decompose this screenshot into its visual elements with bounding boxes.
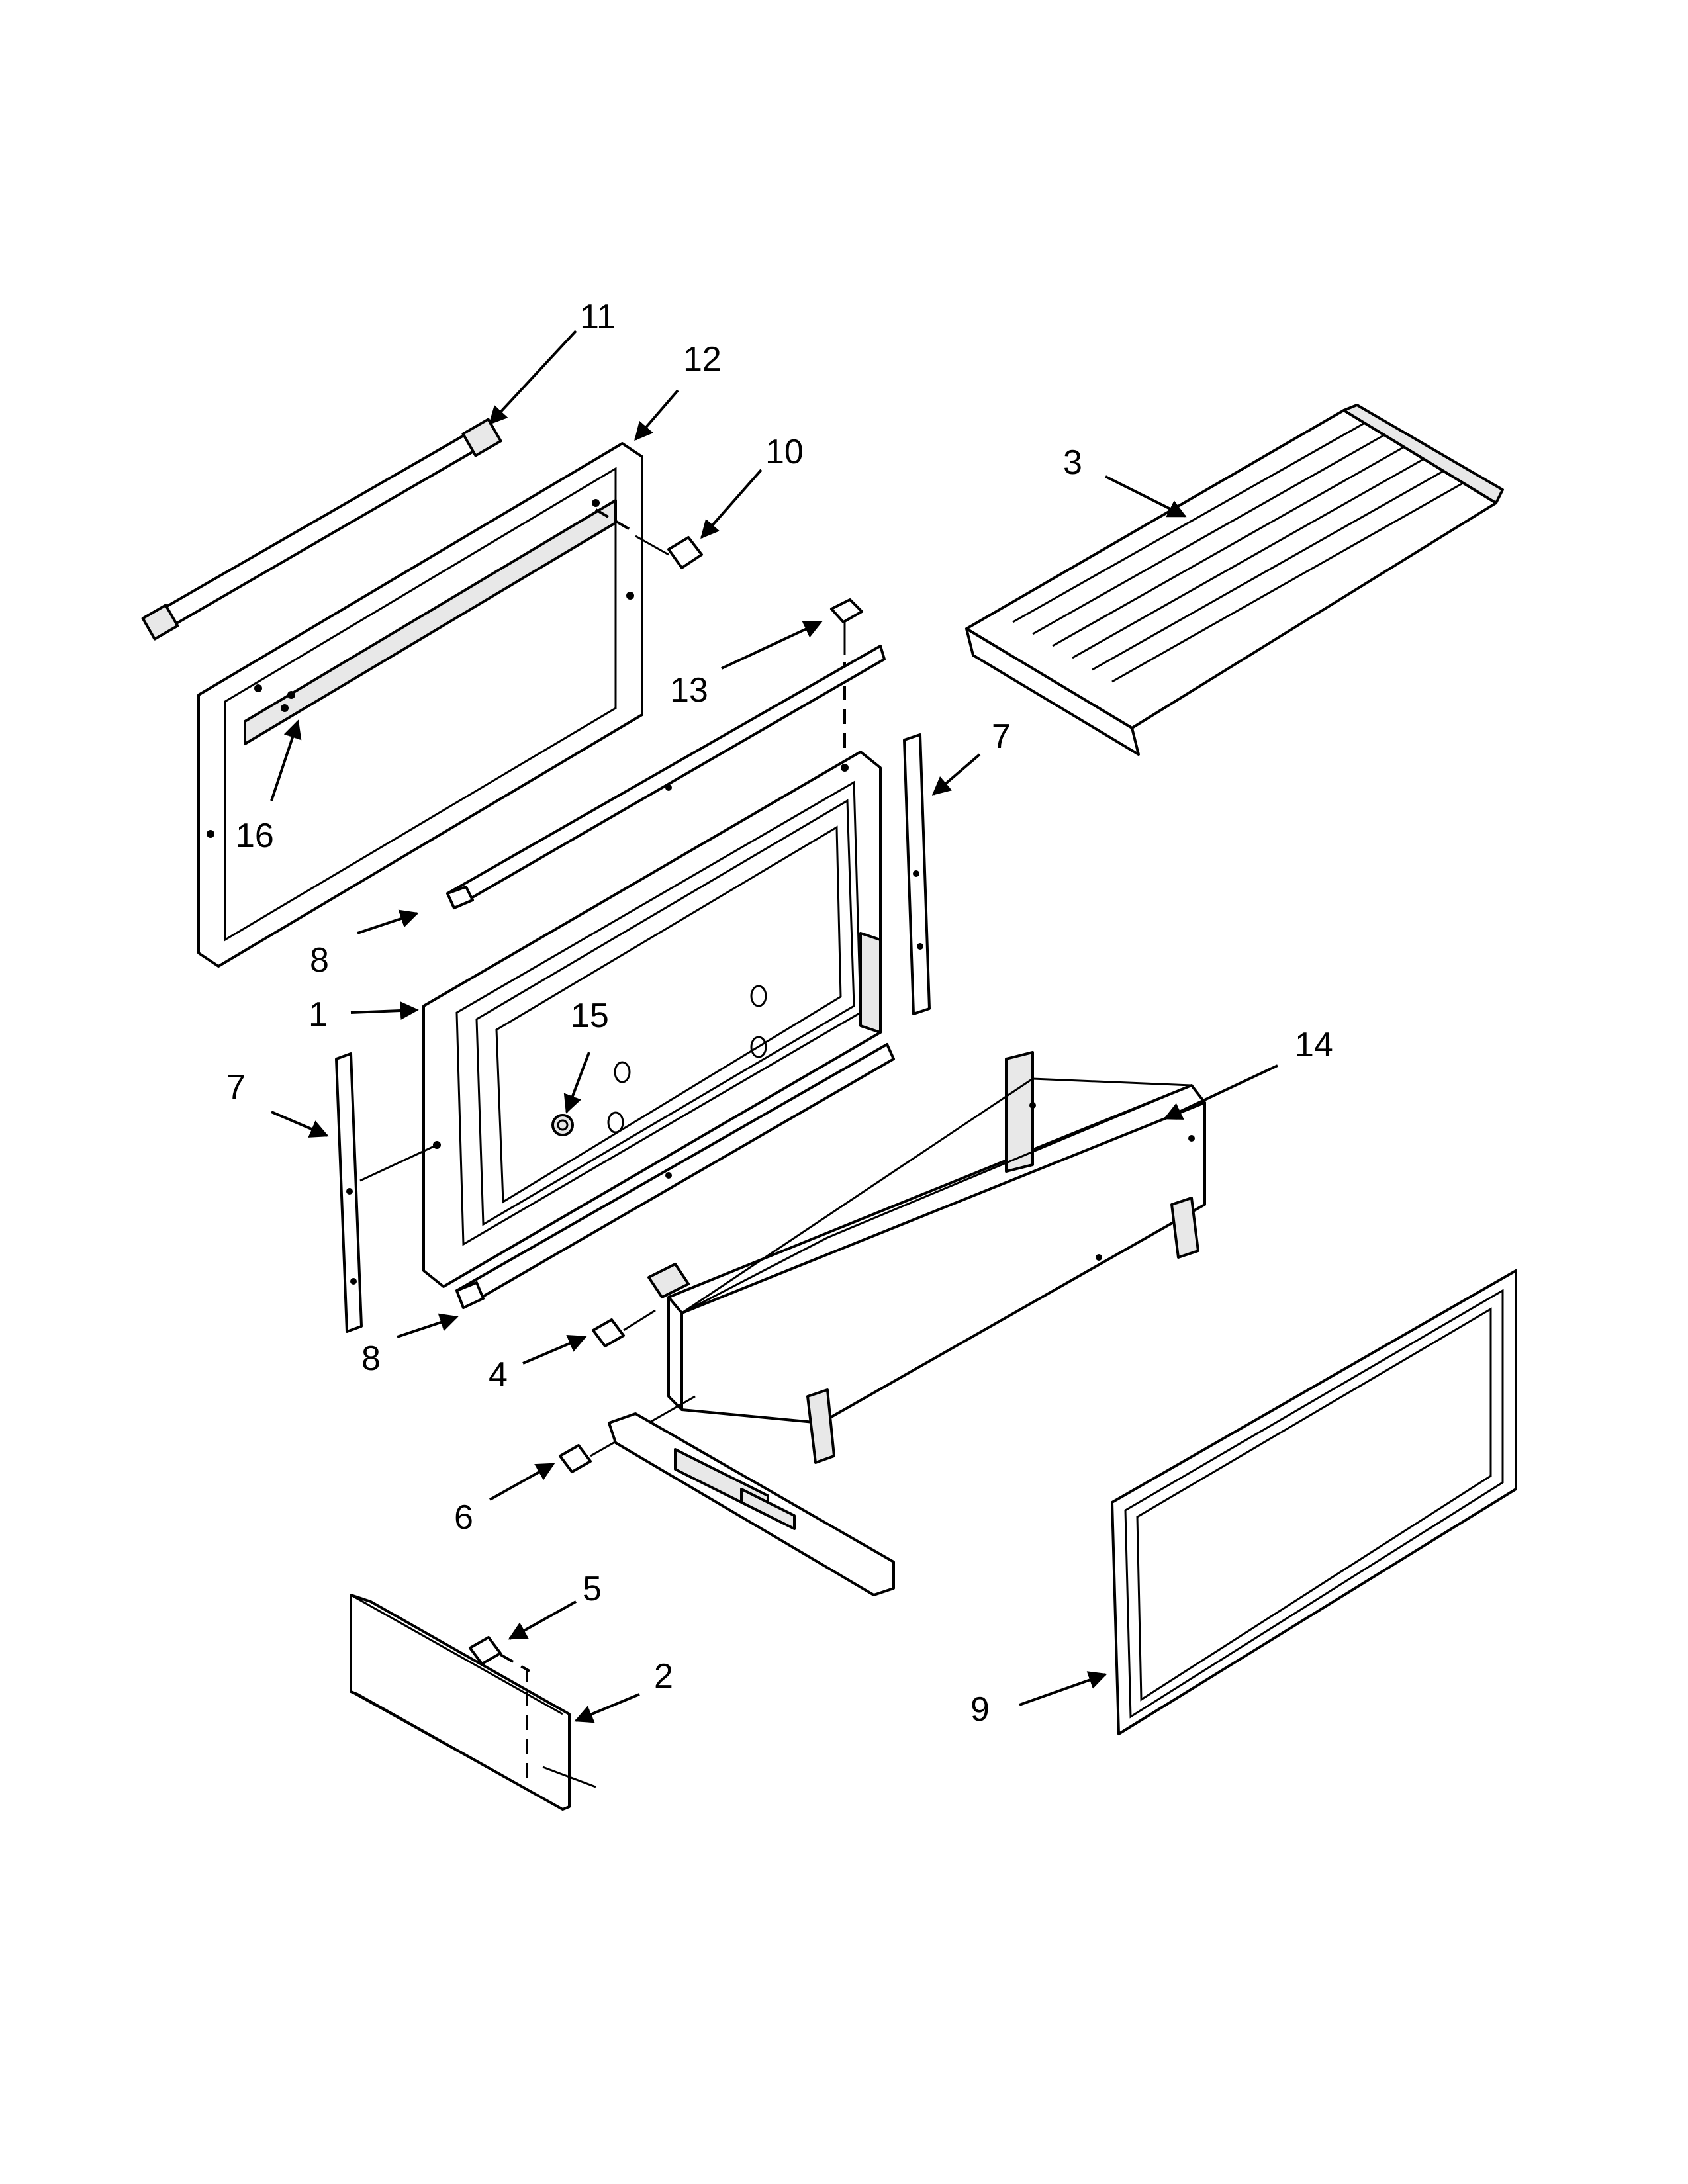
part-7-left-strip	[335, 1052, 438, 1333]
leader-6	[489, 1463, 555, 1501]
callout-1: 1	[308, 995, 328, 1034]
callouts: 11 12 10 3 13 7 16 8 15 1 14 7 8 4 6 5 2…	[226, 298, 1333, 1729]
part-8-lower-trim	[455, 1043, 895, 1309]
leader-7-left	[271, 1111, 329, 1138]
part-2-kick-plate	[350, 1594, 596, 1811]
callout-13: 13	[670, 671, 708, 709]
leader-5	[508, 1600, 577, 1640]
callout-3: 3	[1063, 443, 1082, 482]
leader-7-right	[931, 753, 981, 796]
callout-15: 15	[571, 997, 609, 1035]
tray-ribs	[1012, 422, 1464, 683]
part-7-right-strip	[903, 733, 931, 1015]
part-12-outer-frame	[197, 442, 643, 968]
leader-8-lower	[397, 1313, 459, 1338]
callout-8-upper: 8	[310, 941, 329, 979]
callout-9: 9	[970, 1690, 990, 1729]
callout-12: 12	[683, 340, 722, 379]
leader-10	[700, 469, 763, 539]
leader-16	[270, 719, 302, 801]
callout-6: 6	[454, 1498, 473, 1537]
callout-10: 10	[765, 433, 804, 471]
callout-16: 16	[236, 817, 274, 855]
part-5-screw	[469, 1636, 530, 1672]
callout-7-right: 7	[992, 717, 1011, 756]
leader-8-upper	[357, 909, 419, 934]
callout-14: 14	[1295, 1026, 1333, 1064]
part-14-drawer-bin	[647, 1051, 1206, 1464]
slide-rail	[608, 1412, 895, 1596]
part-11-top-rod	[141, 418, 502, 641]
callout-2: 2	[654, 1657, 673, 1696]
leader-15	[563, 1052, 590, 1114]
callout-7-left: 7	[226, 1068, 246, 1107]
leader-1	[350, 1001, 419, 1020]
callout-4: 4	[489, 1355, 508, 1394]
leader-3	[1105, 475, 1187, 518]
callout-5: 5	[583, 1570, 602, 1608]
part-4-screw	[592, 1309, 656, 1347]
part-8-upper-trim	[446, 645, 886, 909]
leaders	[270, 330, 1278, 1723]
part-9-gasket	[1111, 1269, 1517, 1735]
callout-8-lower: 8	[361, 1340, 381, 1378]
leader-9	[1019, 1671, 1107, 1706]
part-1-door-frame	[422, 751, 882, 1288]
part-10-screw	[594, 508, 703, 569]
leader-2	[574, 1693, 640, 1723]
leader-14	[1163, 1064, 1278, 1120]
leader-12	[634, 389, 679, 441]
leader-13	[721, 620, 823, 670]
callout-11: 11	[580, 298, 616, 336]
part-3-tray	[965, 404, 1504, 756]
leader-4	[522, 1334, 587, 1365]
leader-11	[489, 330, 577, 426]
part-15-nut	[551, 1114, 574, 1136]
part-16-rail	[287, 691, 295, 699]
